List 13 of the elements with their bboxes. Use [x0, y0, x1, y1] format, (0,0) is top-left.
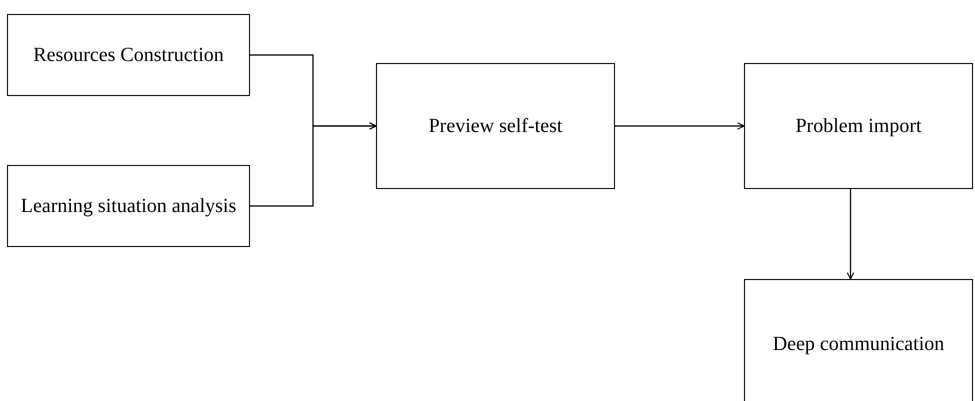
- arrow: [846, 189, 854, 280]
- box-label: Learning situation analysis: [20, 194, 236, 219]
- arrow: [250, 122, 377, 207]
- process-box: [7, 14, 250, 96]
- process-box: [744, 279, 973, 401]
- arrow: [615, 122, 745, 130]
- box-label: Problem import: [795, 114, 922, 139]
- box-label: Deep communication: [772, 332, 944, 357]
- box-label: Preview self-test: [428, 114, 562, 139]
- box-label: Resources Construction: [33, 43, 224, 68]
- process-box: [744, 63, 973, 189]
- process-box: [376, 63, 615, 189]
- process-box: [7, 165, 250, 247]
